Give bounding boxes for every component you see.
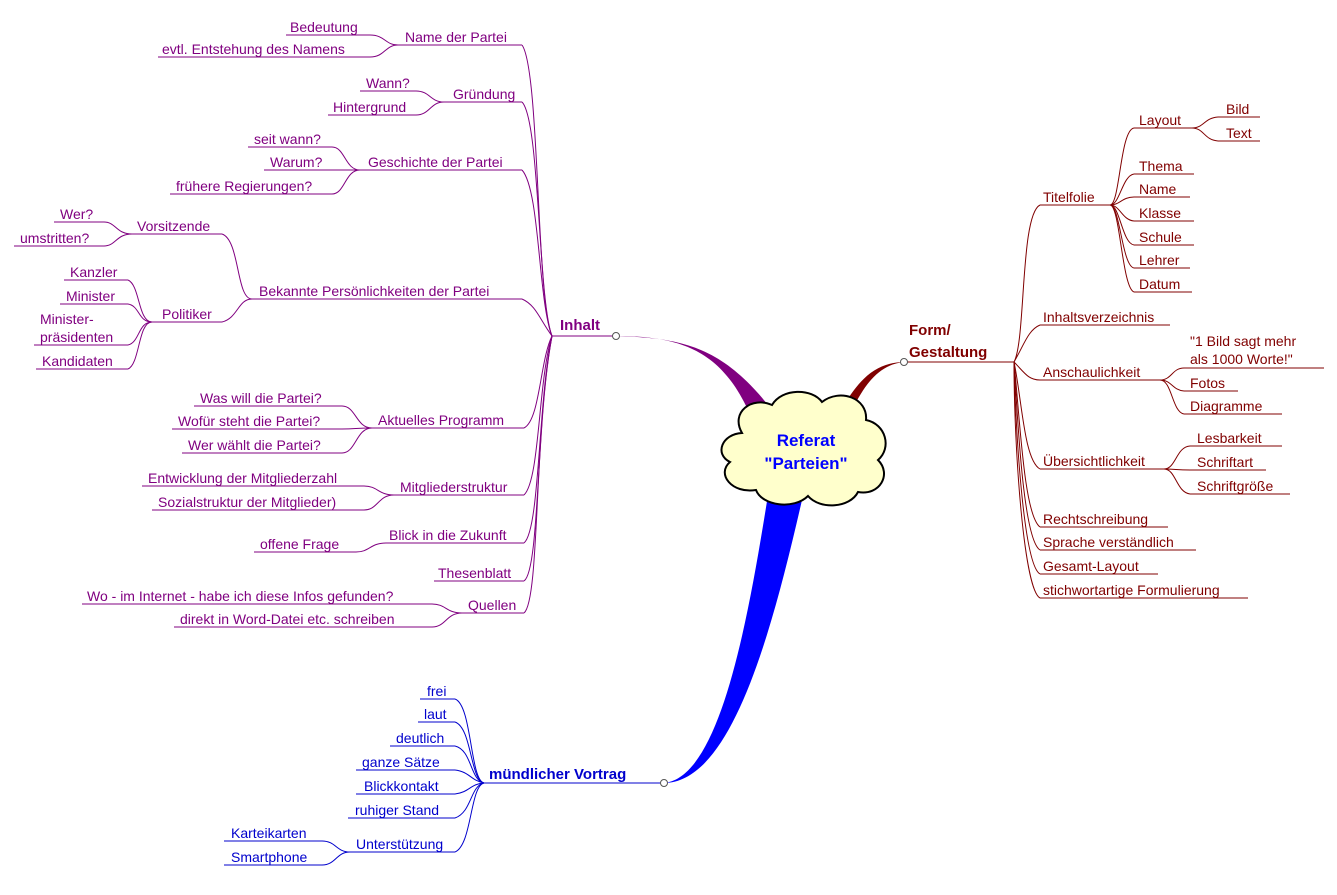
topic-stichwortartig[interactable]: stichwortartige Formulierung: [1043, 582, 1220, 598]
form-branch-label-line2[interactable]: Gestaltung: [909, 344, 987, 361]
node-bild-sagt-line1[interactable]: "1 Bild sagt mehr: [1190, 333, 1296, 349]
node-frei[interactable]: frei: [427, 683, 446, 699]
node-name[interactable]: Name: [1139, 181, 1177, 197]
node-umstritten[interactable]: umstritten?: [20, 230, 89, 246]
center-title-line1: Referat: [777, 431, 836, 450]
topic-quellen[interactable]: Quellen: [468, 597, 516, 613]
topic-titelfolie[interactable]: Titelfolie: [1043, 189, 1095, 205]
form-labels: Form/ Gestaltung Titelfolie Layout Bild …: [909, 101, 1296, 598]
node-minister-line2[interactable]: präsidenten: [40, 329, 113, 345]
node-kanzler[interactable]: Kanzler: [70, 264, 118, 280]
node-karteikarten[interactable]: Karteikarten: [231, 825, 306, 841]
node-offene-frage[interactable]: offene Frage: [260, 536, 339, 552]
inhalt-connectors: [14, 34, 615, 628]
node-datum[interactable]: Datum: [1139, 276, 1180, 292]
form-branch-label-line1[interactable]: Form/: [909, 322, 952, 339]
node-kandidaten[interactable]: Kandidaten: [42, 353, 113, 369]
vortrag-branch-label[interactable]: mündlicher Vortrag: [489, 766, 626, 783]
inhalt-labels: Inhalt Name der Partei Bedeutung evtl. E…: [20, 19, 600, 627]
node-smartphone[interactable]: Smartphone: [231, 849, 307, 865]
node-ganze-saetze[interactable]: ganze Sätze: [362, 754, 440, 770]
topic-inhaltsverzeichnis[interactable]: Inhaltsverzeichnis: [1043, 309, 1154, 325]
node-fotos[interactable]: Fotos: [1190, 375, 1225, 391]
node-bild[interactable]: Bild: [1226, 101, 1249, 117]
node-wo-internet[interactable]: Wo - im Internet - habe ich diese Infos …: [87, 588, 394, 604]
node-schule[interactable]: Schule: [1139, 229, 1182, 245]
node-blickkontakt[interactable]: Blickkontakt: [364, 778, 439, 794]
node-klasse[interactable]: Klasse: [1139, 205, 1181, 221]
node-wer[interactable]: Wer?: [60, 206, 93, 222]
node-politiker[interactable]: Politiker: [162, 306, 212, 322]
inhalt-branch-label[interactable]: Inhalt: [560, 317, 600, 334]
topic-gruendung[interactable]: Gründung: [453, 86, 515, 102]
node-wer-waehlt[interactable]: Wer wählt die Partei?: [188, 437, 321, 453]
node-minister-line1[interactable]: Minister-: [40, 311, 94, 327]
node-schriftart[interactable]: Schriftart: [1197, 454, 1253, 470]
vortrag-main-branch: [663, 495, 802, 784]
node-fruehere-regierungen[interactable]: frühere Regierungen?: [176, 178, 312, 194]
node-entstehung-namens[interactable]: evtl. Entstehung des Namens: [162, 41, 345, 57]
topic-rechtschreibung[interactable]: Rechtschreibung: [1043, 511, 1148, 527]
node-thema[interactable]: Thema: [1139, 158, 1183, 174]
node-ruhiger-stand[interactable]: ruhiger Stand: [355, 802, 439, 818]
center-title-line2: "Parteien": [764, 454, 847, 473]
node-hintergrund[interactable]: Hintergrund: [333, 99, 406, 115]
node-diagramme[interactable]: Diagramme: [1190, 398, 1263, 414]
node-schriftgroesse[interactable]: Schriftgröße: [1197, 478, 1273, 494]
node-vorsitzende[interactable]: Vorsitzende: [137, 218, 210, 234]
node-bild-sagt-line2[interactable]: als 1000 Worte!": [1190, 351, 1293, 367]
node-minister[interactable]: Minister: [66, 288, 115, 304]
topic-sprache[interactable]: Sprache verständlich: [1043, 534, 1174, 550]
topic-thesenblatt[interactable]: Thesenblatt: [438, 565, 511, 581]
node-laut[interactable]: laut: [424, 706, 447, 722]
node-deutlich[interactable]: deutlich: [396, 730, 444, 746]
node-layout[interactable]: Layout: [1139, 112, 1181, 128]
node-sozialstruktur[interactable]: Sozialstruktur der Mitglieder): [158, 494, 336, 510]
node-seit-wann[interactable]: seit wann?: [254, 131, 321, 147]
node-unterstuetzung[interactable]: Unterstützung: [356, 836, 443, 852]
topic-gesamt-layout[interactable]: Gesamt-Layout: [1043, 558, 1139, 574]
node-was-will[interactable]: Was will die Partei?: [200, 390, 322, 406]
topic-mitgliederstruktur[interactable]: Mitgliederstruktur: [400, 479, 508, 495]
node-entwicklung-mitglieder[interactable]: Entwicklung der Mitgliederzahl: [148, 470, 337, 486]
node-lesbarkeit[interactable]: Lesbarkeit: [1197, 430, 1262, 446]
topic-aktuelles-programm[interactable]: Aktuelles Programm: [378, 412, 504, 428]
node-direkt-word[interactable]: direkt in Word-Datei etc. schreiben: [180, 611, 395, 627]
node-bedeutung[interactable]: Bedeutung: [290, 19, 358, 35]
vortrag-collapse-handle[interactable]: [660, 779, 668, 787]
topic-geschichte[interactable]: Geschichte der Partei: [368, 154, 503, 170]
node-wofuer-steht[interactable]: Wofür steht die Partei?: [178, 413, 320, 429]
node-lehrer[interactable]: Lehrer: [1139, 252, 1180, 268]
topic-blick-zukunft[interactable]: Blick in die Zukunft: [389, 527, 507, 543]
node-text[interactable]: Text: [1226, 125, 1252, 141]
topic-name-der-partei[interactable]: Name der Partei: [405, 29, 507, 45]
node-wann[interactable]: Wann?: [366, 75, 410, 91]
inhalt-main-branch: [615, 336, 768, 410]
vortrag-connectors: [224, 698, 663, 866]
form-collapse-handle[interactable]: [900, 358, 908, 366]
inhalt-collapse-handle[interactable]: [612, 332, 620, 340]
topic-uebersichtlichkeit[interactable]: Übersichtlichkeit: [1043, 452, 1145, 469]
node-warum[interactable]: Warum?: [270, 154, 323, 170]
form-connectors: [905, 116, 1324, 599]
center-cloud: [720, 390, 887, 507]
topic-anschaulichkeit[interactable]: Anschaulichkeit: [1043, 364, 1140, 380]
topic-persoenlichkeiten[interactable]: Bekannte Persönlichkeiten der Partei: [259, 283, 489, 299]
vortrag-labels: mündlicher Vortrag frei laut deutlich ga…: [231, 683, 626, 865]
